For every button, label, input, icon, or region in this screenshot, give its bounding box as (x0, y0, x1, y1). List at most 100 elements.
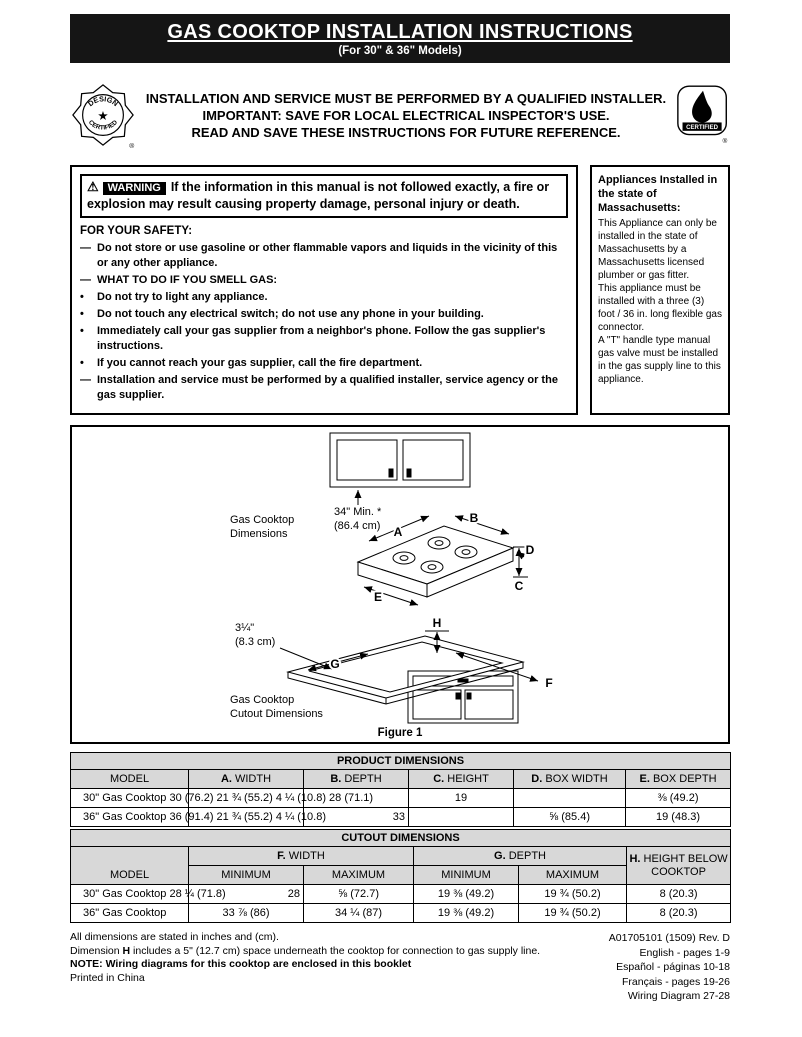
massachusetts-paragraph: This Appliance can only be installed in … (598, 218, 717, 281)
safety-item: •Immediately call your gas supplier from… (80, 325, 546, 352)
dim-label-g: G (330, 657, 339, 671)
figure-box: 34" Min. * (86.4 cm) Gas Cooktop Dimensi… (70, 425, 730, 744)
footer: All dimensions are stated in inches and … (70, 931, 730, 1004)
csa-badge-label: CERTIFIED (686, 125, 719, 131)
design-certified-badge: DESIGN CERTIFIED ★ ® (72, 84, 134, 150)
table-row: 36" Gas Cooktop 33 ⅞ (86) 34 ¼ (87) 19 ⅜… (70, 903, 732, 923)
safety-item: —Do not store or use gasoline or other f… (80, 242, 558, 269)
language-pages: Français - pages 19-26 (622, 975, 730, 988)
table-row: 36" Gas Cooktop 36 (91.4) 21 ¾ (55.2) 4 … (70, 807, 732, 827)
document-number: A01705101 (1509) Rev. D (608, 932, 730, 944)
language-pages: Español - páginas 10-18 (616, 961, 730, 973)
dim-e-arrow (363, 586, 419, 606)
min-clearance-label: 34" Min. * (334, 506, 382, 518)
cooktop-drawing (356, 525, 515, 598)
dimensions-note: All dimensions are stated in inches and … (70, 931, 279, 943)
page-subtitle: (For 30" & 36" Models) (338, 45, 462, 57)
registered-mark: ® (723, 137, 728, 145)
safety-item: —Installation and service must be perfor… (80, 374, 558, 401)
col-header-e-box-depth: E. BOX DEPTH (624, 769, 732, 789)
dim-b-arrow (454, 515, 510, 535)
cutout-dimensions-table: CUTOUT DIMENSIONS MODEL F. WIDTH G. DEPT… (69, 829, 732, 923)
col-header-h-height-below-cooktop: H. HEIGHT BELOW COOKTOP (625, 846, 732, 885)
burner-icon (392, 536, 478, 574)
col-header-model: MODEL (70, 846, 189, 885)
safety-item: —WHAT TO DO IF YOU SMELL GAS: (80, 274, 278, 286)
svg-text:DESIGN: DESIGN (86, 94, 120, 108)
cooktop-dimensions-label-1: Gas Cooktop (230, 514, 294, 526)
installation-diagram: 34" Min. * (86.4 cm) Gas Cooktop Dimensi… (230, 432, 555, 724)
figure-caption: Figure 1 (377, 727, 423, 739)
wiring-note: NOTE: Wiring diagrams for this cooktop a… (70, 958, 412, 970)
col-header-a-width: A. WIDTH (188, 769, 304, 789)
massachusetts-box: Appliances Installed in the state of Mas… (590, 165, 730, 415)
dim-label-c: C (515, 579, 524, 593)
csa-certified-badge: CERTIFIED ® (677, 85, 728, 145)
safety-item: •Do not touch any electrical switch; do … (80, 308, 484, 320)
star-icon: ★ (97, 109, 108, 123)
warning-triangle-icon: ⚠ (87, 179, 99, 194)
notice-line-1: INSTALLATION AND SERVICE MUST BE PERFORM… (145, 90, 667, 106)
table-row: 30" Gas Cooktop 30 (76.2) 21 ¾ (55.2) 4 … (70, 788, 732, 808)
model-cell: 36" Gas Cooktop (70, 903, 189, 923)
sub-header-maximum: MAXIMUM (303, 865, 414, 885)
min-clearance-cm-label: (86.4 cm) (334, 520, 380, 532)
flame-icon (692, 90, 712, 123)
col-header-b-depth: B. DEPTH (303, 769, 409, 789)
sub-header-minimum: MINIMUM (413, 865, 519, 885)
footer-notes: All dimensions are stated in inches and … (70, 931, 540, 1004)
cutout-table-title: CUTOUT DIMENSIONS (69, 829, 732, 847)
safety-item: •Do not try to light any appliance. (80, 291, 268, 303)
dim-label-e: E (374, 590, 382, 604)
notice-line-3: READ AND SAVE THESE INSTRUCTIONS FOR FUT… (191, 124, 621, 140)
col-header-f-width: F. WIDTH (188, 846, 414, 866)
warning-statement: If the information in this manual is not… (87, 180, 550, 211)
language-pages: Wiring Diagram 27-28 (627, 990, 730, 1002)
cutout-dimensions-label-1: Gas Cooktop (230, 694, 294, 706)
language-pages: English - pages 1-9 (639, 946, 730, 959)
offset-cm-label: (8.3 cm) (235, 636, 275, 648)
dim-a-arrow (368, 515, 430, 542)
sub-header-minimum: MINIMUM (188, 865, 304, 885)
dim-label-a: A (394, 525, 403, 539)
cooktop-dimensions-label-2: Dimensions (230, 528, 288, 540)
col-header-d-box-width: D. BOX WIDTH (513, 769, 626, 789)
dim-d-arrow (516, 551, 526, 560)
printed-in-note: Printed in China (70, 971, 145, 984)
dim-label-h: H (433, 616, 442, 630)
dim-f-arrow (455, 652, 539, 682)
cutout-dimensions-label-2: Cutout Dimensions (230, 708, 323, 720)
notice-line-2: IMPORTANT: SAVE FOR LOCAL ELECTRICAL INS… (202, 107, 610, 123)
col-header-model: MODEL (70, 769, 189, 789)
product-dimensions-table: PRODUCT DIMENSIONS MODEL A. WIDTH B. DEP… (69, 752, 732, 827)
model-cell: 30" Gas Cooktop 28 ¼ (71.8) (70, 884, 226, 904)
installer-notice: INSTALLATION AND SERVICE MUST BE PERFORM… (144, 90, 668, 141)
dim-g-arrow (307, 652, 369, 672)
model-cell: 30" Gas Cooktop 30 (76.2) 21 ¾ (55.2) 4 … (70, 788, 373, 808)
massachusetts-paragraph: This appliance must be installed with a … (598, 283, 722, 333)
sub-header-maximum: MAXIMUM (518, 865, 627, 885)
dim-label-f: F (545, 676, 552, 690)
wall-cabinet (329, 432, 471, 488)
massachusetts-title: Appliances Installed in the state of Mas… (598, 174, 718, 214)
warning-label: WARNING (102, 182, 166, 195)
product-table-title: PRODUCT DIMENSIONS (69, 752, 732, 770)
offset-label: 3¼" (235, 622, 254, 634)
col-header-c-height: C. HEIGHT (408, 769, 514, 789)
safety-heading: FOR YOUR SAFETY: (80, 225, 193, 237)
title-bar: GAS COOKTOP INSTALLATION INSTRUCTIONS (F… (70, 14, 730, 63)
dim-label-d: D (526, 543, 535, 557)
registered-mark: ® (129, 142, 134, 150)
model-cell: 36" Gas Cooktop 36 (91.4) 21 ¾ (55.2) 4 … (70, 807, 326, 827)
dim-label-b: B (470, 511, 479, 525)
certification-row: DESIGN CERTIFIED ★ ® INSTALLATION AND SE… (70, 79, 730, 151)
page-title: GAS COOKTOP INSTALLATION INSTRUCTIONS (167, 21, 633, 43)
base-cabinet (407, 670, 519, 724)
safety-item: •If you cannot reach your gas supplier, … (80, 357, 423, 369)
table-row: 30" Gas Cooktop 28 ¼ (71.8) 28 ⅝ (72.7) … (70, 884, 732, 904)
document-info: A01705101 (1509) Rev. D English - pages … (609, 931, 730, 1004)
